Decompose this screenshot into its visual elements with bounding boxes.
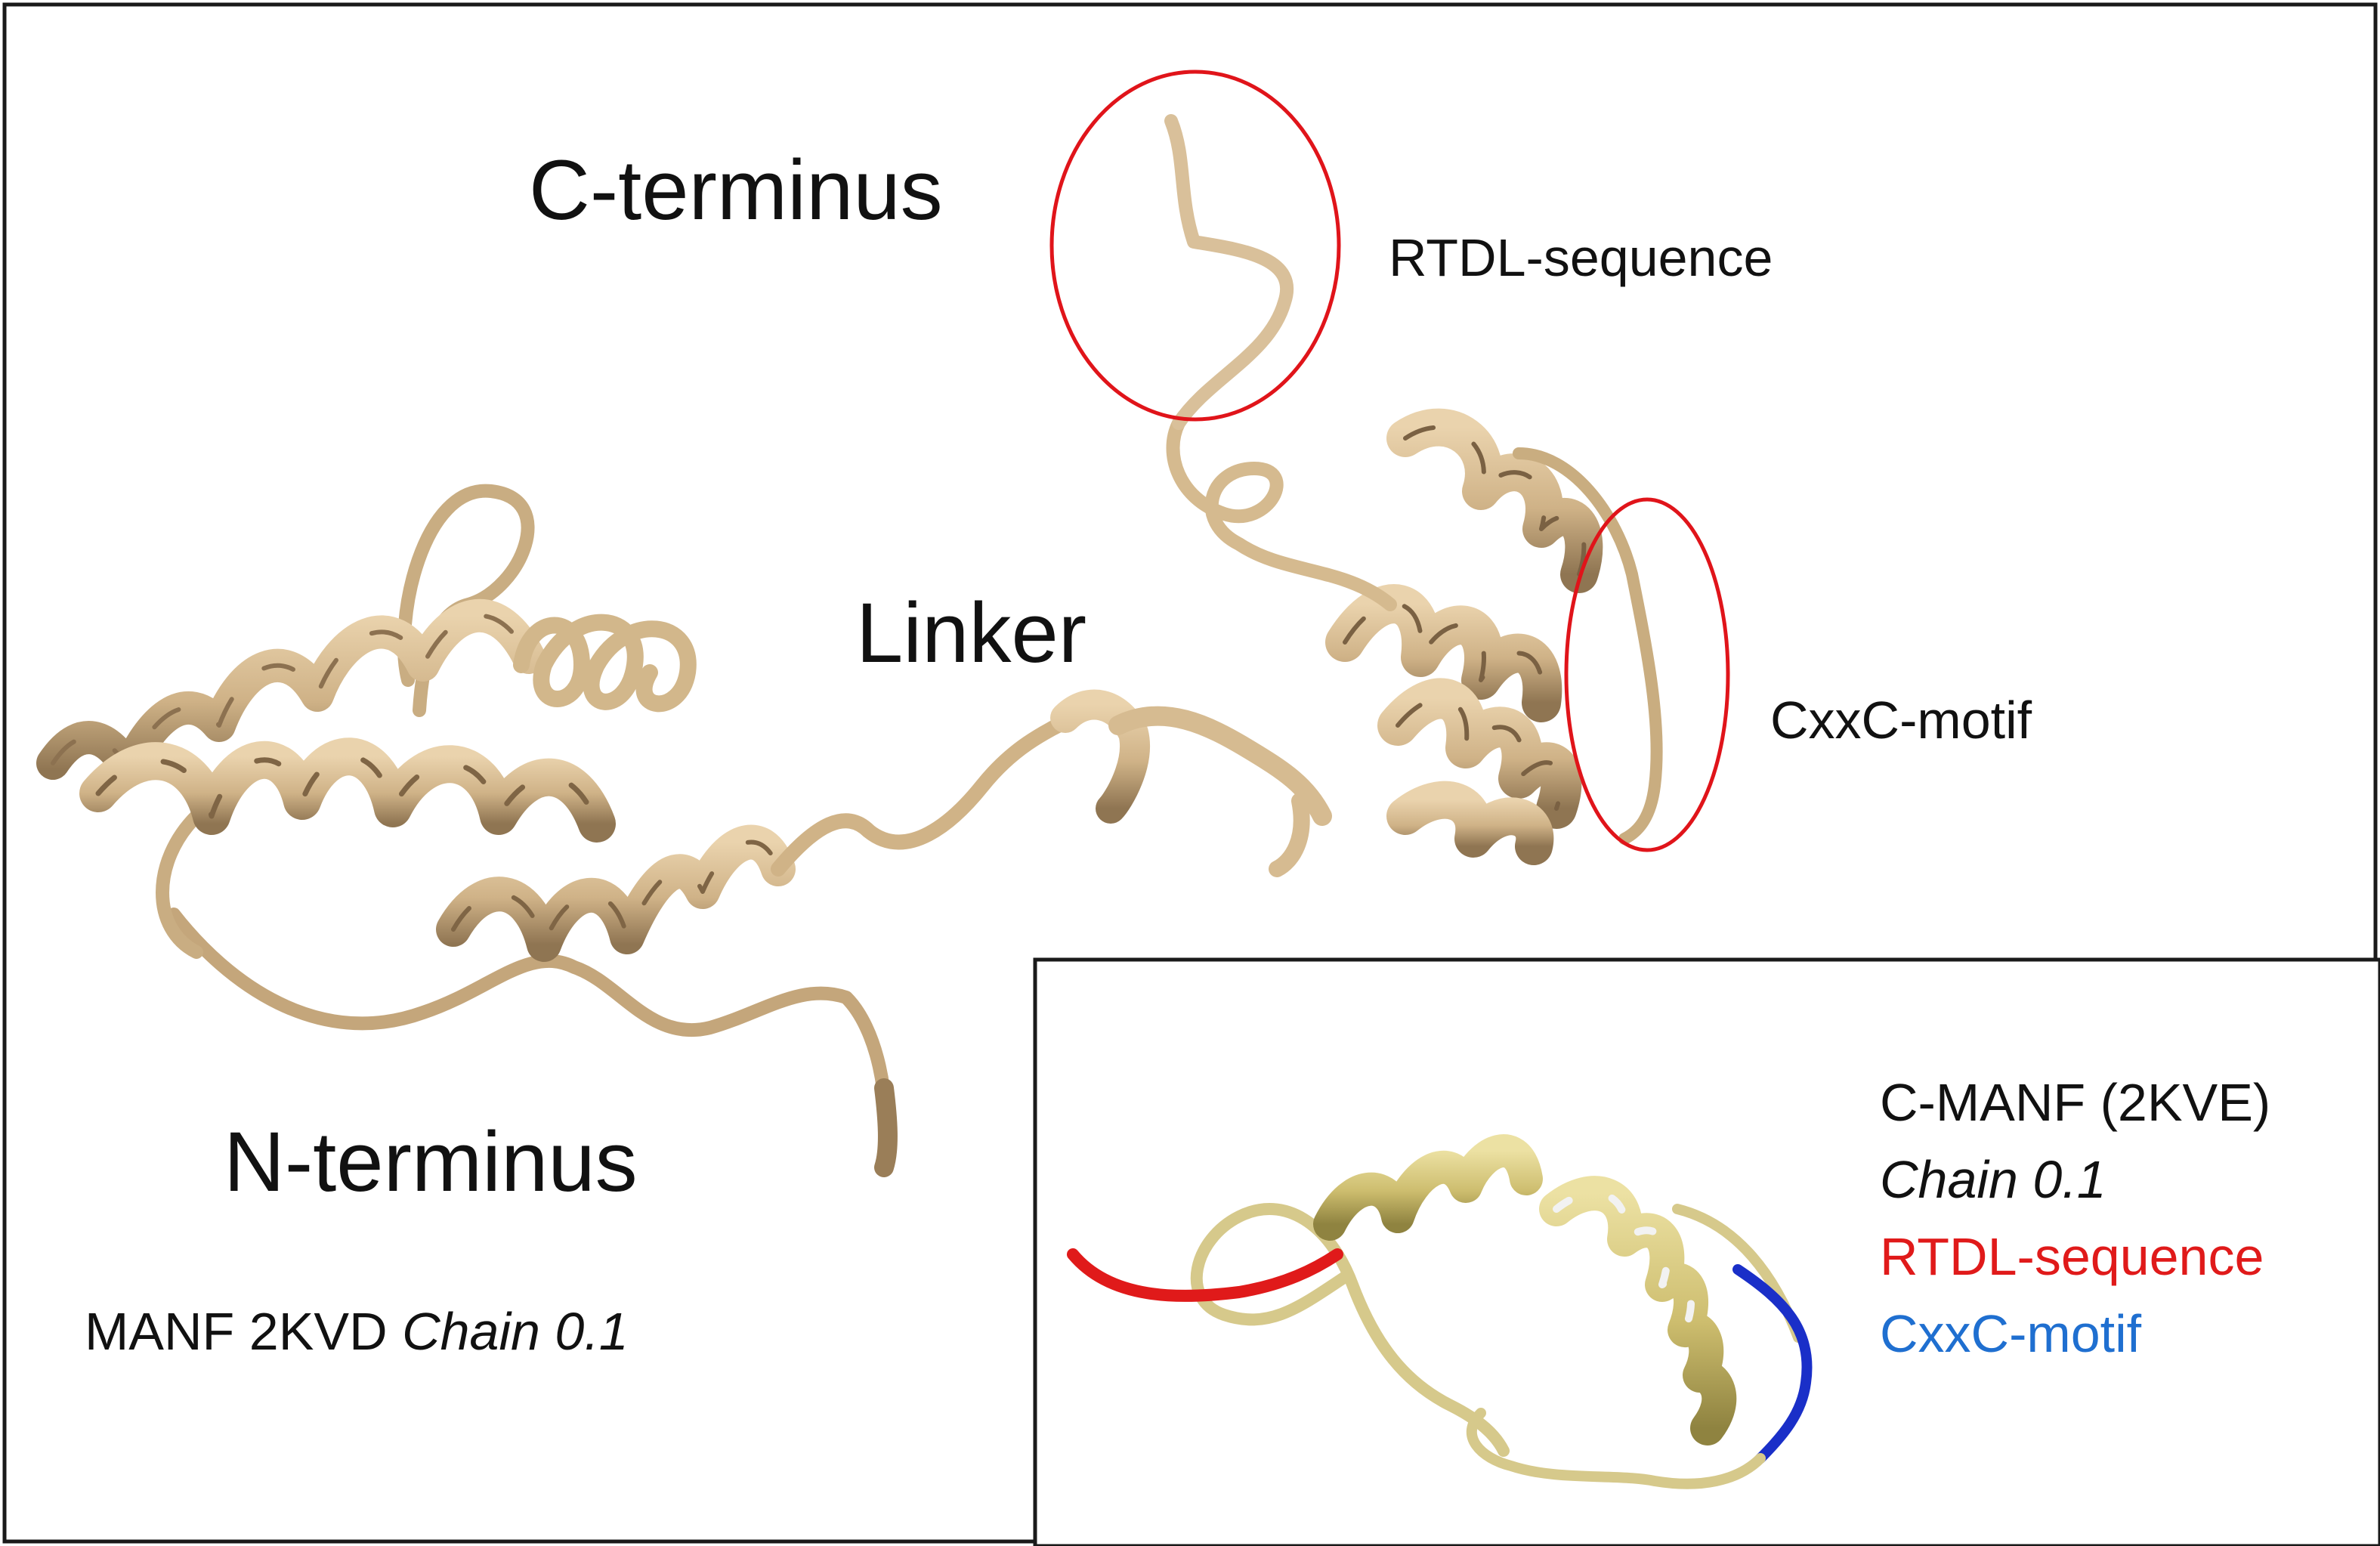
n-domain-loop-left bbox=[156, 809, 203, 959]
inset-coil-left bbox=[1190, 1203, 1510, 1457]
inset-box bbox=[1033, 957, 2380, 1546]
label-n-terminus: N-terminus bbox=[224, 1115, 638, 1209]
linker-arrow-segment bbox=[1050, 689, 1150, 824]
inset-cxxc-legend: CxxC-motif bbox=[1880, 1304, 2142, 1363]
inset-chain: Chain 0.1 bbox=[1880, 1150, 2106, 1209]
caption: MANF 2KVD Chain 0.1 bbox=[85, 1301, 629, 1362]
inset-helix-2 bbox=[1539, 1176, 1737, 1446]
manf-ribbon bbox=[36, 114, 1663, 1177]
inset-title: C-MANF (2KVE) bbox=[1880, 1073, 2271, 1132]
inset-helix-1 bbox=[1313, 1134, 1543, 1241]
linker-chain bbox=[771, 710, 1080, 877]
inset-legend: C-MANF (2KVE) Chain 0.1 RTDL-sequence Cx… bbox=[1880, 1064, 2270, 1372]
caption-prefix: MANF 2KVD bbox=[85, 1302, 403, 1361]
c-domain-helix-4 bbox=[1386, 781, 1554, 865]
helix-band-lower bbox=[436, 824, 796, 962]
inset-rtdl bbox=[1067, 1248, 1343, 1302]
cxxc-highlight-circle bbox=[1564, 497, 1730, 852]
n-terminus-tail bbox=[874, 1078, 898, 1177]
label-cxxc-motif: CxxC-motif bbox=[1770, 691, 2032, 750]
c-domain-helix-1 bbox=[1386, 408, 1603, 593]
label-linker: Linker bbox=[856, 586, 1087, 680]
c-domain-coil bbox=[1166, 416, 1397, 611]
inset-coil-bottom bbox=[1466, 1408, 1766, 1489]
n-domain-coil bbox=[167, 908, 893, 1170]
c-terminus-tail bbox=[1164, 114, 1294, 430]
c-manf-ribbon bbox=[1067, 1134, 1813, 1489]
cxxc-loop bbox=[1513, 447, 1663, 845]
inset-cxxc bbox=[1732, 1264, 1813, 1464]
small-loops bbox=[513, 614, 697, 713]
label-rtdl-sequence: RTDL-sequence bbox=[1389, 228, 1773, 287]
label-c-terminus: C-terminus bbox=[529, 143, 943, 237]
caption-chain: Chain 0.1 bbox=[402, 1302, 629, 1361]
rtdl-highlight-circle bbox=[1049, 70, 1341, 422]
inset-rtdl-legend: RTDL-sequence bbox=[1880, 1227, 2264, 1286]
